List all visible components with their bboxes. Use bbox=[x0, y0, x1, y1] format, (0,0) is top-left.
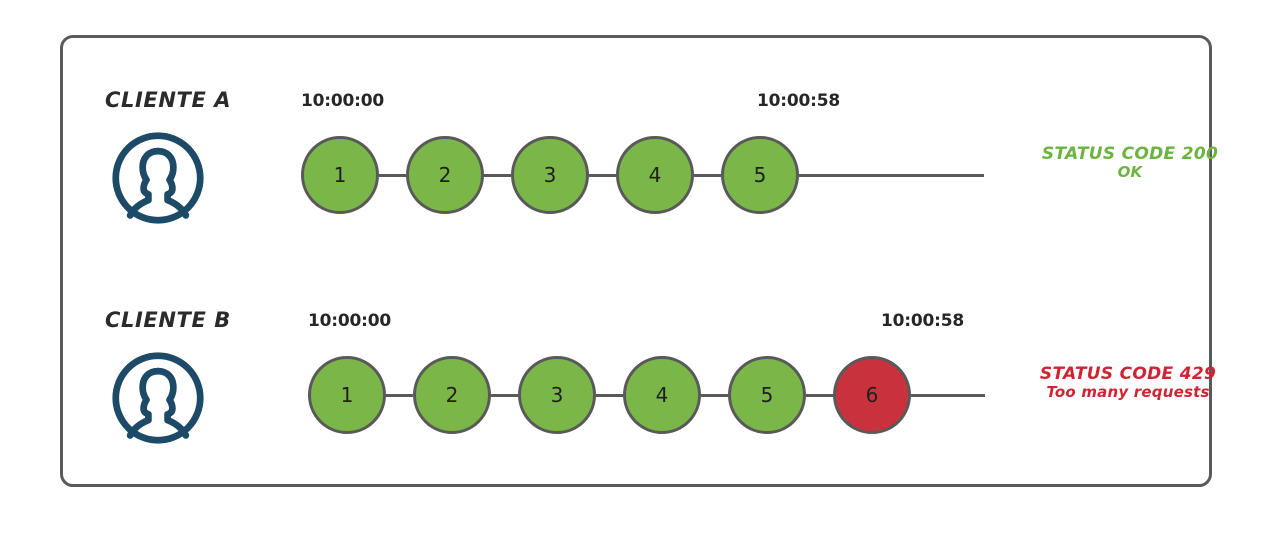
request-node[interactable]: 3 bbox=[511, 136, 589, 214]
timestamp-start-b: 10:00:00 bbox=[308, 311, 391, 331]
request-node[interactable]: 5 bbox=[721, 136, 799, 214]
chain-connector bbox=[386, 393, 413, 397]
request-node[interactable]: 1 bbox=[308, 356, 386, 434]
chain-connector bbox=[694, 173, 721, 177]
client-row-b: CLIENTE B 10:00:00 10:00:58 1 2 3 4 5 6 bbox=[63, 266, 1216, 476]
chain-connector-tail bbox=[799, 173, 984, 177]
chain-connector bbox=[589, 173, 616, 177]
client-label-a: CLIENTE A bbox=[105, 88, 232, 112]
request-node[interactable]: 2 bbox=[413, 356, 491, 434]
chain-connector bbox=[379, 173, 406, 177]
status-message-label: Too many requests bbox=[1046, 383, 1210, 402]
status-block-a: STATUS CODE 200 OK bbox=[1015, 144, 1245, 182]
timestamp-end-b: 10:00:58 bbox=[881, 311, 964, 331]
timestamp-end-a: 10:00:58 bbox=[757, 91, 840, 111]
status-message-label: OK bbox=[1117, 163, 1143, 182]
client-row-a: CLIENTE A 10:00:00 10:00:58 1 2 3 4 5 bbox=[63, 46, 1218, 256]
chain-connector bbox=[701, 393, 728, 397]
request-node-rejected[interactable]: 6 bbox=[833, 356, 911, 434]
request-chain-a: 1 2 3 4 5 bbox=[301, 136, 984, 214]
user-avatar-icon bbox=[110, 350, 206, 446]
status-code-label: STATUS CODE 429 bbox=[1039, 364, 1217, 384]
client-label-b: CLIENTE B bbox=[105, 308, 231, 332]
diagram-panel: CLIENTE A 10:00:00 10:00:58 1 2 3 4 5 bbox=[60, 35, 1218, 487]
timestamp-start-a: 10:00:00 bbox=[301, 91, 384, 111]
request-node[interactable]: 2 bbox=[406, 136, 484, 214]
request-node[interactable]: 3 bbox=[518, 356, 596, 434]
request-node[interactable]: 4 bbox=[623, 356, 701, 434]
user-avatar-icon bbox=[110, 130, 206, 226]
chain-connector bbox=[484, 173, 511, 177]
request-node[interactable]: 5 bbox=[728, 356, 806, 434]
request-node[interactable]: 1 bbox=[301, 136, 379, 214]
request-node[interactable]: 4 bbox=[616, 136, 694, 214]
chain-connector-tail bbox=[911, 393, 985, 397]
chain-connector bbox=[491, 393, 518, 397]
request-chain-b: 1 2 3 4 5 6 bbox=[308, 356, 985, 434]
status-block-b: STATUS CODE 429 Too many requests bbox=[1011, 364, 1245, 402]
chain-connector bbox=[806, 393, 833, 397]
status-code-label: STATUS CODE 200 bbox=[1041, 144, 1219, 164]
chain-connector bbox=[596, 393, 623, 397]
